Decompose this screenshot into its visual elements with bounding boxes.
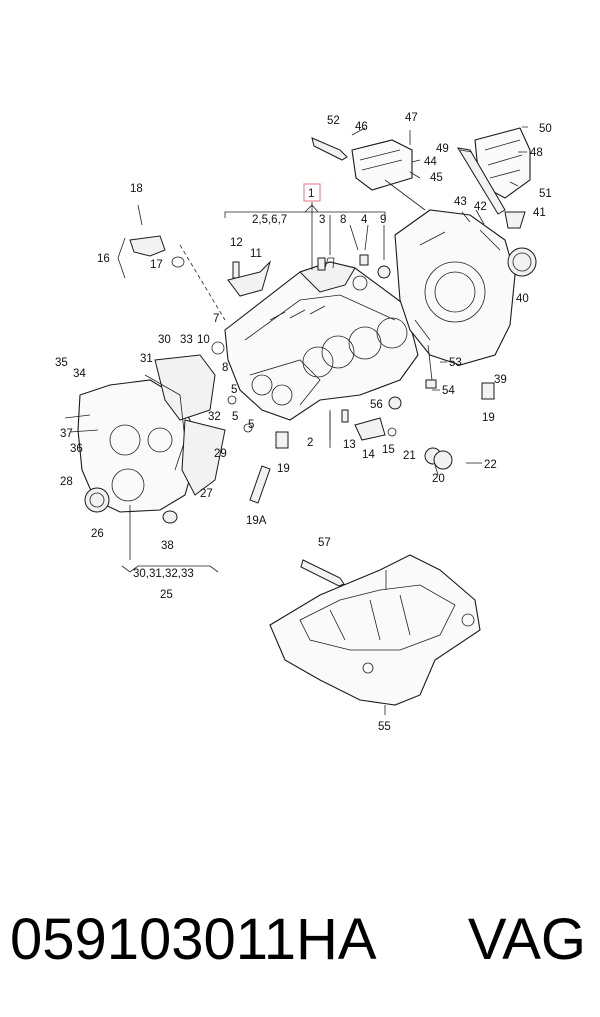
- label-39: 39: [494, 374, 507, 386]
- label-10: 10: [197, 334, 210, 346]
- label-15: 15: [382, 444, 395, 456]
- label-40: 40: [516, 293, 529, 305]
- rear-cover: [394, 209, 537, 366]
- label-48: 48: [530, 147, 543, 159]
- label-29: 29: [214, 448, 227, 460]
- label-2: 2: [307, 437, 313, 449]
- label-41: 41: [533, 207, 546, 219]
- label-28: 28: [60, 476, 73, 488]
- label-12: 12: [230, 237, 243, 249]
- label-57: 57: [318, 537, 331, 549]
- label-54: 54: [442, 385, 455, 397]
- label-44: 44: [424, 156, 437, 168]
- label-25: 25: [160, 589, 173, 601]
- label-33: 33: [180, 334, 193, 346]
- label-52: 52: [327, 115, 340, 127]
- label-13: 13: [343, 439, 356, 451]
- label-5: 5: [231, 384, 237, 396]
- label-16: 16: [97, 253, 110, 265]
- label-30-31-32-33: 30,31,32,33: [133, 568, 194, 580]
- label-35: 35: [55, 357, 68, 369]
- footer: 059103011HA VAG: [0, 890, 600, 990]
- label-4: 4: [361, 214, 368, 226]
- callout-labels: 1 2,5,6,7 3 8 4 9 18 16 17 12 11 7 30 33…: [55, 112, 552, 733]
- leader-lines: [117, 126, 528, 715]
- label-7: 7: [213, 313, 219, 325]
- label-18: 18: [130, 183, 143, 195]
- label-56: 56: [370, 399, 383, 411]
- label-27: 27: [200, 488, 213, 500]
- label-53: 53: [449, 357, 462, 369]
- oil-pan: [269, 554, 481, 706]
- label-14: 14: [362, 449, 375, 461]
- label-20: 20: [432, 473, 445, 485]
- small-parts: [129, 204, 526, 524]
- label-31: 31: [140, 353, 153, 365]
- front-cover: [64, 354, 226, 513]
- label-1: 1: [308, 188, 314, 200]
- label-21: 21: [403, 450, 416, 462]
- label-32: 32: [208, 411, 221, 423]
- label-17: 17: [150, 259, 163, 271]
- label-46: 46: [355, 121, 368, 133]
- label-55: 55: [378, 721, 391, 733]
- label-8: 8: [340, 214, 346, 226]
- label-45: 45: [430, 172, 443, 184]
- label-22: 22: [484, 459, 497, 471]
- label-51: 51: [539, 188, 552, 200]
- label-30: 30: [158, 334, 171, 346]
- label-47: 47: [405, 112, 418, 124]
- label-2-5-6-7: 2,5,6,7: [252, 214, 287, 226]
- label-43: 43: [454, 196, 467, 208]
- label-42: 42: [474, 201, 487, 213]
- brand-label: VAG: [467, 907, 586, 972]
- highlight-box: [303, 183, 321, 202]
- label-3: 3: [319, 214, 325, 226]
- label-37: 37: [60, 428, 73, 440]
- label-5c: 5: [248, 419, 254, 431]
- top-covers: [311, 127, 531, 215]
- label-11: 11: [250, 248, 262, 260]
- label-38: 38: [161, 540, 174, 552]
- label-50: 50: [539, 123, 552, 135]
- label-49: 49: [436, 143, 449, 155]
- label-9: 9: [380, 214, 386, 226]
- label-19-b: 19: [482, 412, 495, 424]
- label-36: 36: [70, 443, 83, 455]
- label-19-a: 19: [277, 463, 290, 475]
- label-19A: 19A: [246, 515, 267, 527]
- part-number: 059103011HA: [10, 907, 377, 972]
- label-26: 26: [91, 528, 104, 540]
- parts-diagram: 1 2,5,6,7 3 8 4 9 18 16 17 12 11 7 30 33…: [55, 112, 552, 733]
- label-5b: 5: [232, 411, 238, 423]
- label-34: 34: [73, 368, 86, 380]
- label-8b: 8: [222, 362, 228, 374]
- engine-block: [224, 257, 419, 421]
